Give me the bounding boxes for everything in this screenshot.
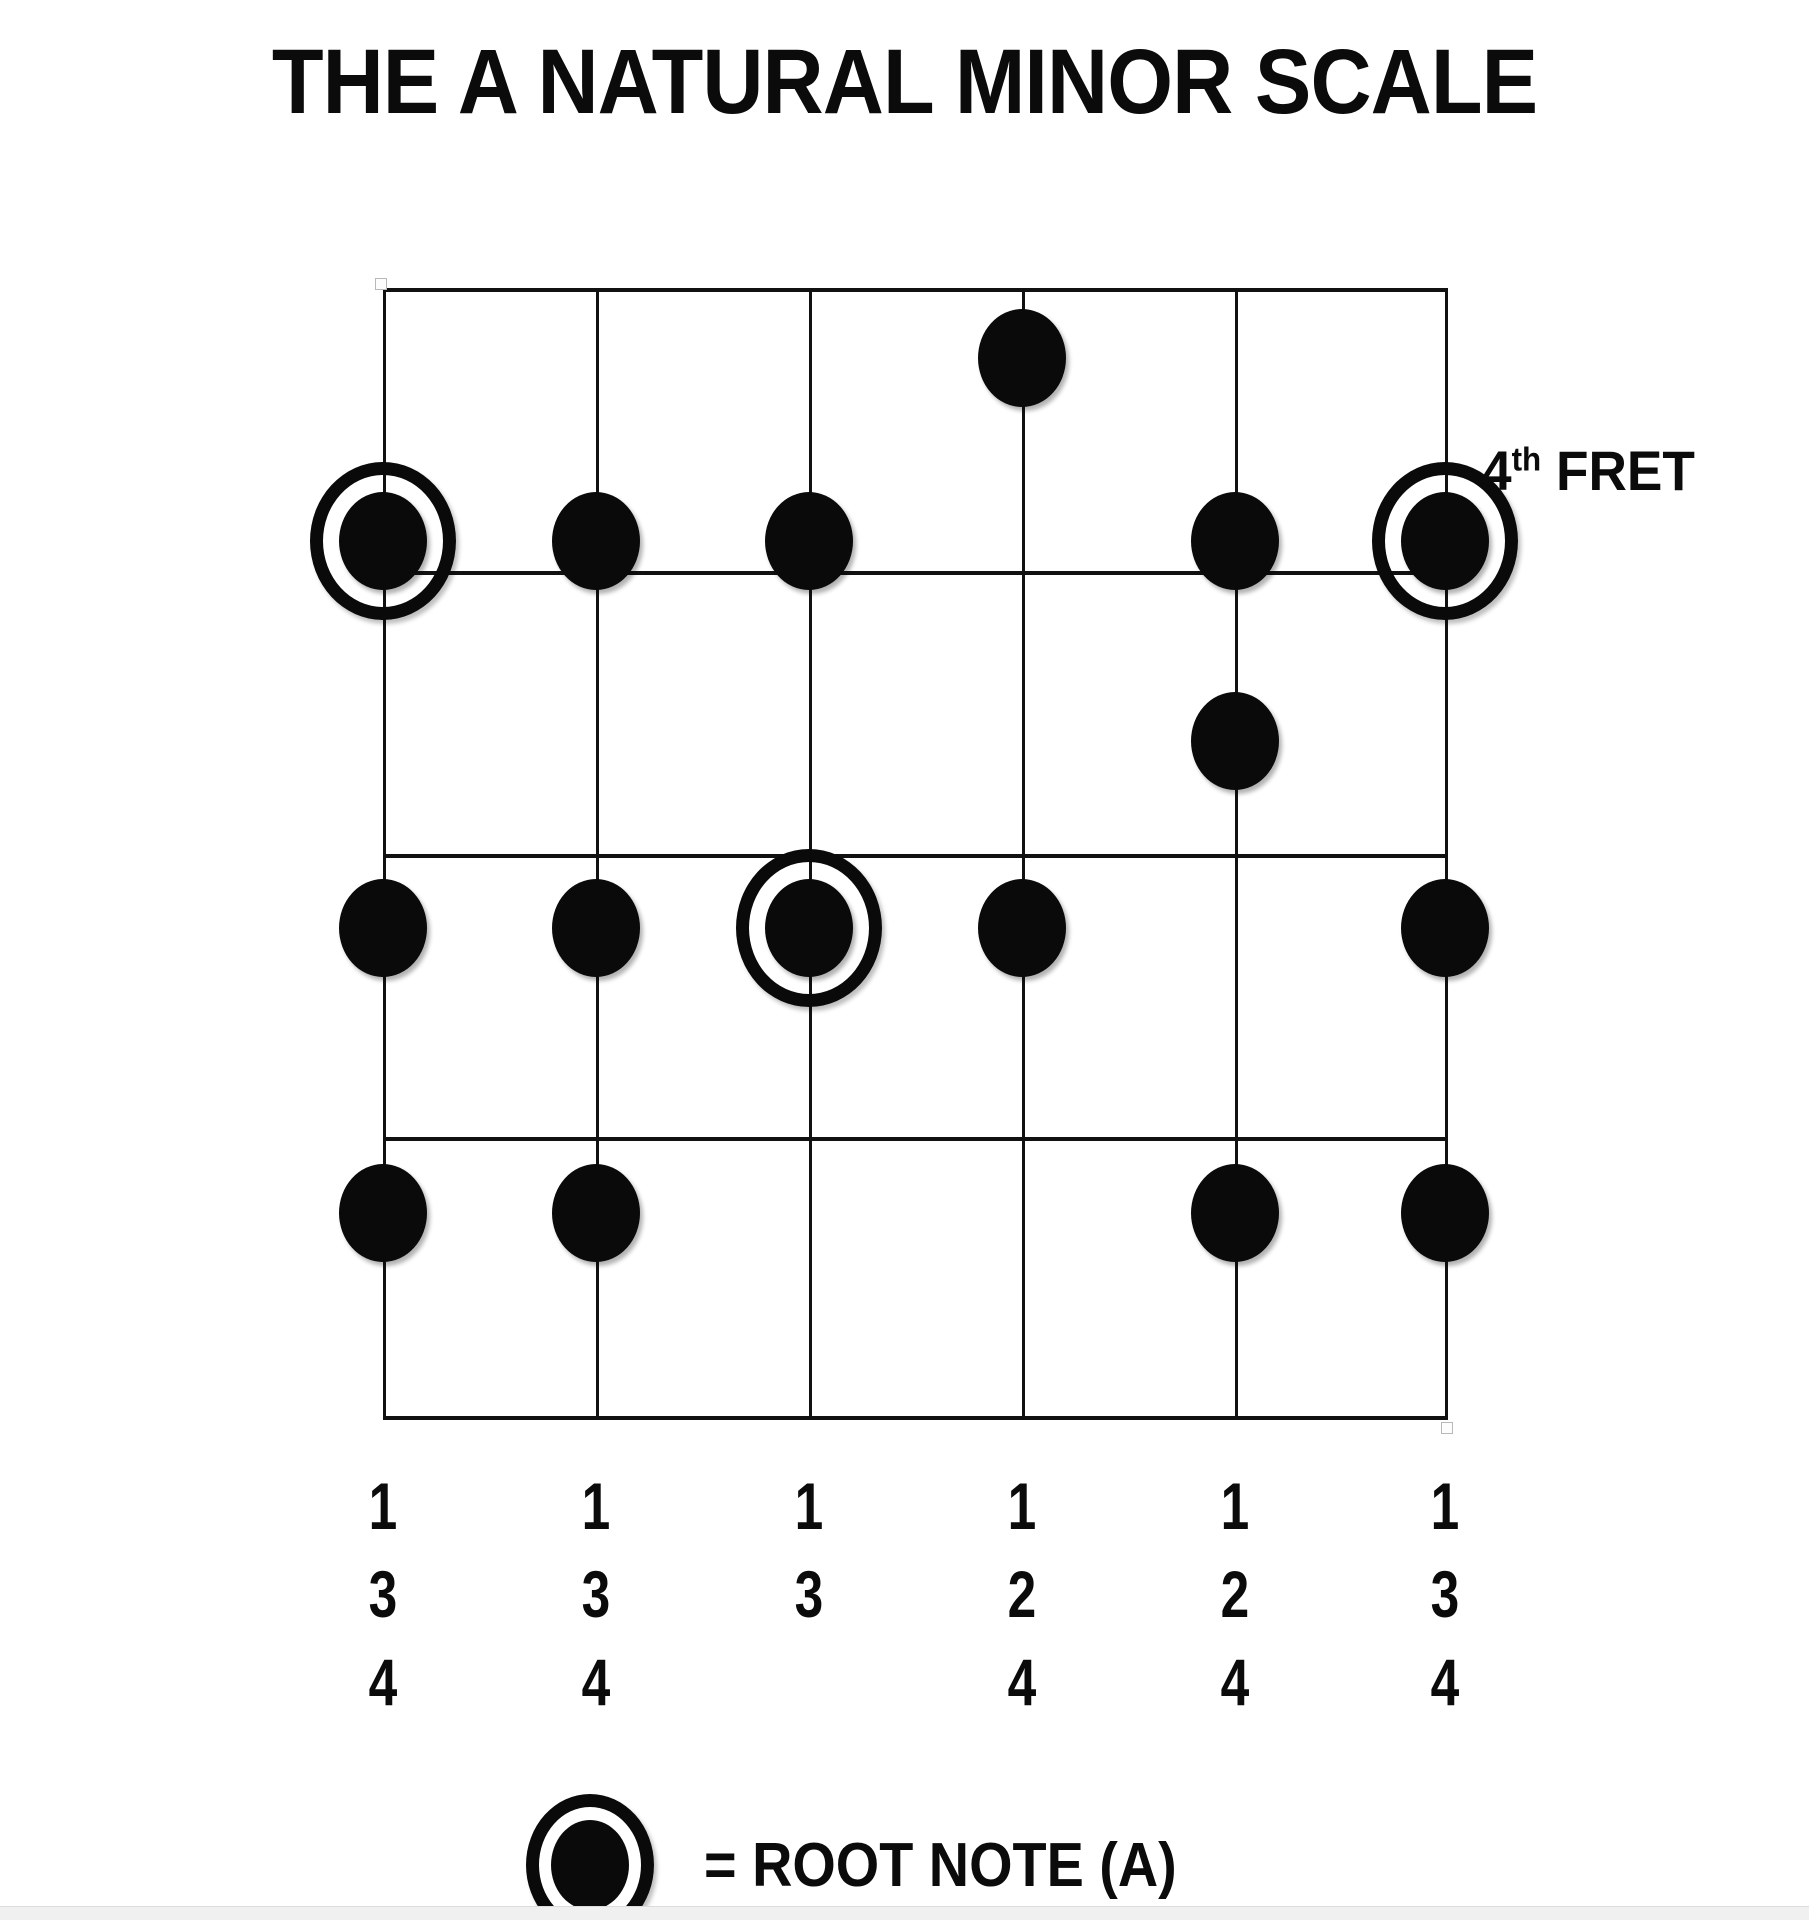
fingering-5-2: 2	[1220, 1557, 1250, 1631]
fingering-2-2: 3	[581, 1557, 611, 1631]
fingering-column-3: 1 3	[749, 1462, 869, 1726]
note-dot-s1-f3[interactable]	[339, 879, 427, 977]
note-dot-s2-f4[interactable]	[552, 1164, 640, 1262]
fingering-column-2: 1 3 4	[536, 1462, 656, 1726]
fingering-column-4: 1 2 4	[962, 1462, 1082, 1726]
note-dot-s3-f3-root[interactable]	[765, 879, 853, 977]
fingering-4-2: 2	[1007, 1557, 1037, 1631]
note-dot-s5-f4[interactable]	[1191, 1164, 1279, 1262]
fretboard-grid[interactable]	[310, 278, 1518, 1434]
fingering-6-1: 1	[1430, 1469, 1460, 1543]
note-dot-s6-f2-root[interactable]	[1401, 492, 1489, 590]
note-dot-s2-f3[interactable]	[552, 879, 640, 977]
root-note-symbol-icon	[520, 1790, 660, 1920]
fingering-1-1: 1	[368, 1469, 398, 1543]
selection-handle-top-left[interactable]	[375, 278, 387, 290]
note-dot-s1-f2-root[interactable]	[339, 492, 427, 590]
fret-number: 4	[1482, 439, 1512, 502]
fingering-3-2: 3	[794, 1557, 824, 1631]
string-line-2	[596, 288, 599, 1420]
fingering-4-3: 4	[1007, 1645, 1037, 1719]
note-dot-s3-f2[interactable]	[765, 492, 853, 590]
legend-label: = ROOT NOTE (A)	[704, 1830, 1177, 1900]
fingering-3-1: 1	[794, 1469, 824, 1543]
legend: = ROOT NOTE (A)	[520, 1790, 1229, 1920]
fingering-4-1: 1	[1007, 1469, 1037, 1543]
fingering-numbers: 1 3 4 1 3 4 1 3 1 2 4 1 2 4 1 3 4	[369, 1462, 1460, 1719]
fingering-2-1: 1	[581, 1469, 611, 1543]
fingering-3-3	[762, 1638, 856, 1726]
fingering-5-3: 4	[1220, 1645, 1250, 1719]
fingering-6-2: 3	[1430, 1557, 1460, 1631]
fret-position-label: 4th FRET	[1482, 438, 1695, 503]
note-dot-s1-f4[interactable]	[339, 1164, 427, 1262]
fret-line-3	[383, 1137, 1448, 1141]
string-line-5	[1235, 288, 1238, 1420]
note-dot-s5-f3-upper[interactable]	[1191, 692, 1279, 790]
slide-footer-rule	[0, 1906, 1809, 1920]
legend-dot	[551, 1820, 629, 1910]
fingering-2-3: 4	[581, 1645, 611, 1719]
string-line-4	[1022, 288, 1025, 1420]
fingering-column-5: 1 2 4	[1175, 1462, 1295, 1726]
note-dot-s6-f4[interactable]	[1401, 1164, 1489, 1262]
page-title: THE A NATURAL MINOR SCALE	[271, 31, 1538, 133]
fingering-column-6: 1 3 4	[1385, 1462, 1505, 1726]
note-dot-s6-f3[interactable]	[1401, 879, 1489, 977]
string-line-6	[1445, 288, 1448, 1420]
fret-line-bottom	[383, 1416, 1448, 1420]
fret-line-top	[383, 288, 1448, 292]
fingering-1-2: 3	[368, 1557, 398, 1631]
selection-handle-bottom-right[interactable]	[1441, 1422, 1453, 1434]
note-dot-s4-f1[interactable]	[978, 309, 1066, 407]
note-dot-s4-f3[interactable]	[978, 879, 1066, 977]
fingering-5-1: 1	[1220, 1469, 1250, 1543]
note-dot-s5-f2[interactable]	[1191, 492, 1279, 590]
fret-ordinal-suffix: th	[1511, 440, 1542, 478]
string-line-1	[383, 288, 386, 1420]
fingering-6-3: 4	[1430, 1645, 1460, 1719]
fret-line-2	[383, 854, 1448, 858]
fret-word: FRET	[1555, 439, 1695, 502]
fret-line-1	[383, 571, 1448, 575]
fingering-column-1: 1 3 4	[323, 1462, 443, 1726]
note-dot-s2-f2[interactable]	[552, 492, 640, 590]
fingering-1-3: 4	[368, 1645, 398, 1719]
